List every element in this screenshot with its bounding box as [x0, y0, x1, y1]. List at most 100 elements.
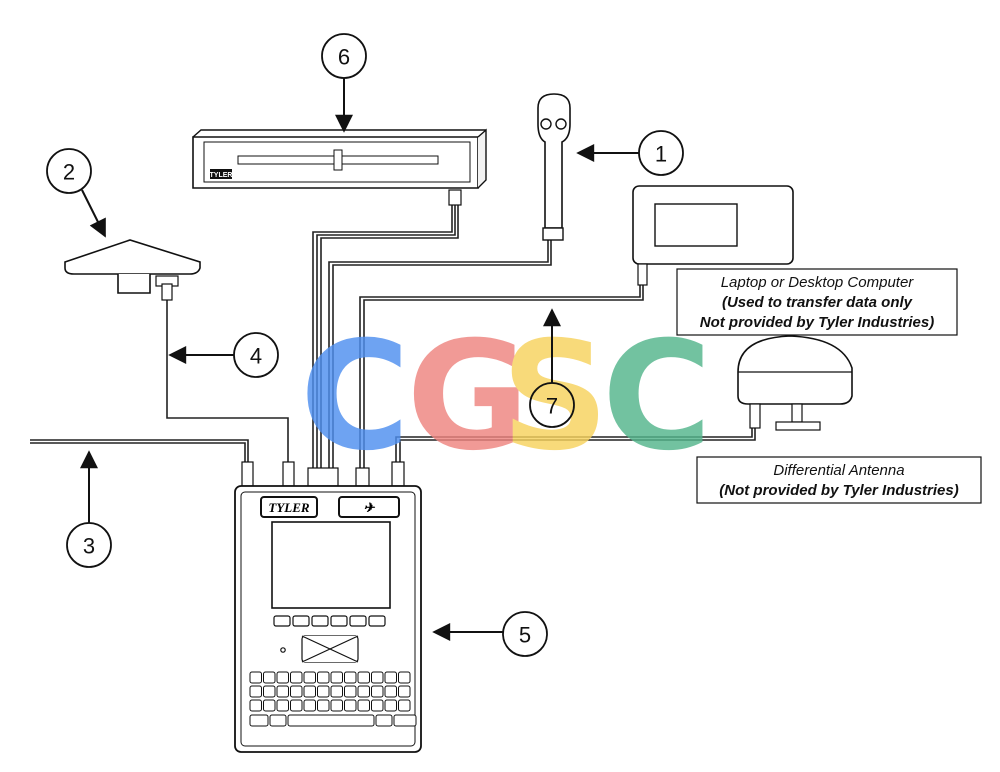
keyboard-key	[303, 699, 316, 712]
keyboard-key	[344, 671, 357, 684]
callout-7: 7	[529, 308, 575, 428]
keyboard-key	[290, 699, 303, 712]
keyboard-key	[384, 685, 397, 698]
callouts: 1 2 3 4 5 6	[46, 33, 684, 657]
keyboard-key	[303, 671, 316, 684]
keyboard-key	[249, 685, 262, 698]
keyboard-key	[276, 699, 289, 712]
console-connector-differential	[391, 461, 405, 487]
svg-text:5: 5	[519, 623, 531, 648]
svg-text:6: 6	[338, 45, 350, 70]
console-connector-power	[241, 461, 254, 487]
svg-text:4: 4	[250, 344, 262, 369]
lightbar-cable-2	[320, 205, 459, 468]
console-connector-computer	[355, 467, 370, 487]
keyboard-key	[357, 671, 370, 684]
keyboard-key	[398, 685, 411, 698]
keyboard-key	[276, 671, 289, 684]
computer-label-line2: (Used to transfer data only	[722, 294, 913, 311]
console-soft-keys	[273, 615, 386, 627]
lightbar-cable	[316, 205, 456, 468]
callout-5: 5	[432, 611, 548, 657]
lightbar-unit: TYLER	[192, 128, 487, 206]
keyboard-key	[344, 685, 357, 698]
power-cable	[30, 439, 249, 462]
keyboard-key	[317, 685, 330, 698]
watermark-letter: G	[406, 310, 529, 484]
lightbar-brand-tag: TYLER	[210, 172, 233, 179]
keyboard-key	[330, 699, 343, 712]
gps-antenna-cable	[166, 300, 289, 462]
differential-antenna-cable	[399, 428, 756, 462]
keyboard-key	[317, 699, 330, 712]
svg-text:3: 3	[83, 534, 95, 559]
differential-antenna-connector	[749, 403, 761, 429]
console-brand-right	[338, 496, 400, 518]
console-brand-right-text: ✈	[364, 500, 376, 515]
keyboard-key	[398, 699, 411, 712]
keyboard-key	[357, 685, 370, 698]
watermark: C G S C	[300, 310, 712, 484]
keyboard-key	[357, 699, 370, 712]
keyboard-key	[263, 699, 276, 712]
console-brand-left	[260, 496, 318, 518]
antenna-label-line1: Differential Antenna	[773, 462, 904, 479]
keyboard-key	[263, 671, 276, 684]
callout-2: 2	[46, 148, 106, 238]
console-connector-lightbar	[307, 467, 339, 487]
lightbar-connector	[448, 189, 462, 206]
watermark-letter: S	[501, 310, 609, 484]
keyboard-key	[290, 685, 303, 698]
svg-text:2: 2	[63, 160, 75, 185]
keyboard-key	[276, 685, 289, 698]
keyboard-key	[384, 671, 397, 684]
keyboard-key	[249, 671, 262, 684]
keyboard-key	[317, 671, 330, 684]
keyboard-key	[398, 671, 411, 684]
antenna-label-line2: (Not provided by Tyler Industries)	[719, 482, 958, 499]
computer-label-line3: Not provided by Tyler Industries)	[700, 314, 934, 331]
keyboard-key	[384, 699, 397, 712]
watermark-letter: C	[602, 310, 712, 484]
computer-unit	[632, 185, 794, 286]
computer-cable	[363, 285, 644, 468]
console-brand-left-text: TYLER	[268, 500, 309, 515]
keyboard-key	[371, 671, 384, 684]
cables	[30, 205, 756, 468]
console-screen	[271, 521, 391, 609]
keyboard-key	[263, 685, 276, 698]
switch-cable	[332, 240, 552, 468]
computer-connector	[637, 263, 648, 286]
keyboard-key	[371, 699, 384, 712]
differential-antenna	[737, 335, 853, 431]
computer-label-line1: Laptop or Desktop Computer	[721, 274, 915, 291]
gps-antenna	[64, 239, 201, 301]
handheld-switch	[537, 93, 571, 241]
console-keyboard	[249, 671, 417, 727]
keyboard-key	[344, 699, 357, 712]
keyboard-key	[393, 714, 417, 727]
keyboard-key	[269, 714, 287, 727]
callout-4: 4	[168, 332, 279, 378]
callout-6: 6	[321, 33, 367, 133]
watermark-letter: C	[300, 310, 410, 484]
console-connector-gps	[282, 461, 295, 487]
keyboard-key	[371, 685, 384, 698]
computer-label-box: Laptop or Desktop Computer (Used to tran…	[676, 268, 958, 336]
console-dpad	[280, 635, 359, 663]
keyboard-key	[249, 699, 262, 712]
keyboard-key	[249, 714, 269, 727]
console-unit: TYLER ✈	[234, 461, 422, 753]
keyboard-key	[287, 714, 375, 727]
keyboard-key	[330, 685, 343, 698]
svg-text:7: 7	[546, 394, 558, 419]
keyboard-key	[303, 685, 316, 698]
antenna-label-box: Differential Antenna (Not provided by Ty…	[696, 456, 982, 504]
gps-antenna-connector	[161, 283, 173, 301]
keyboard-key	[330, 671, 343, 684]
keyboard-key	[290, 671, 303, 684]
svg-text:1: 1	[655, 142, 667, 167]
callout-3: 3	[66, 450, 112, 568]
callout-1: 1	[576, 130, 684, 176]
